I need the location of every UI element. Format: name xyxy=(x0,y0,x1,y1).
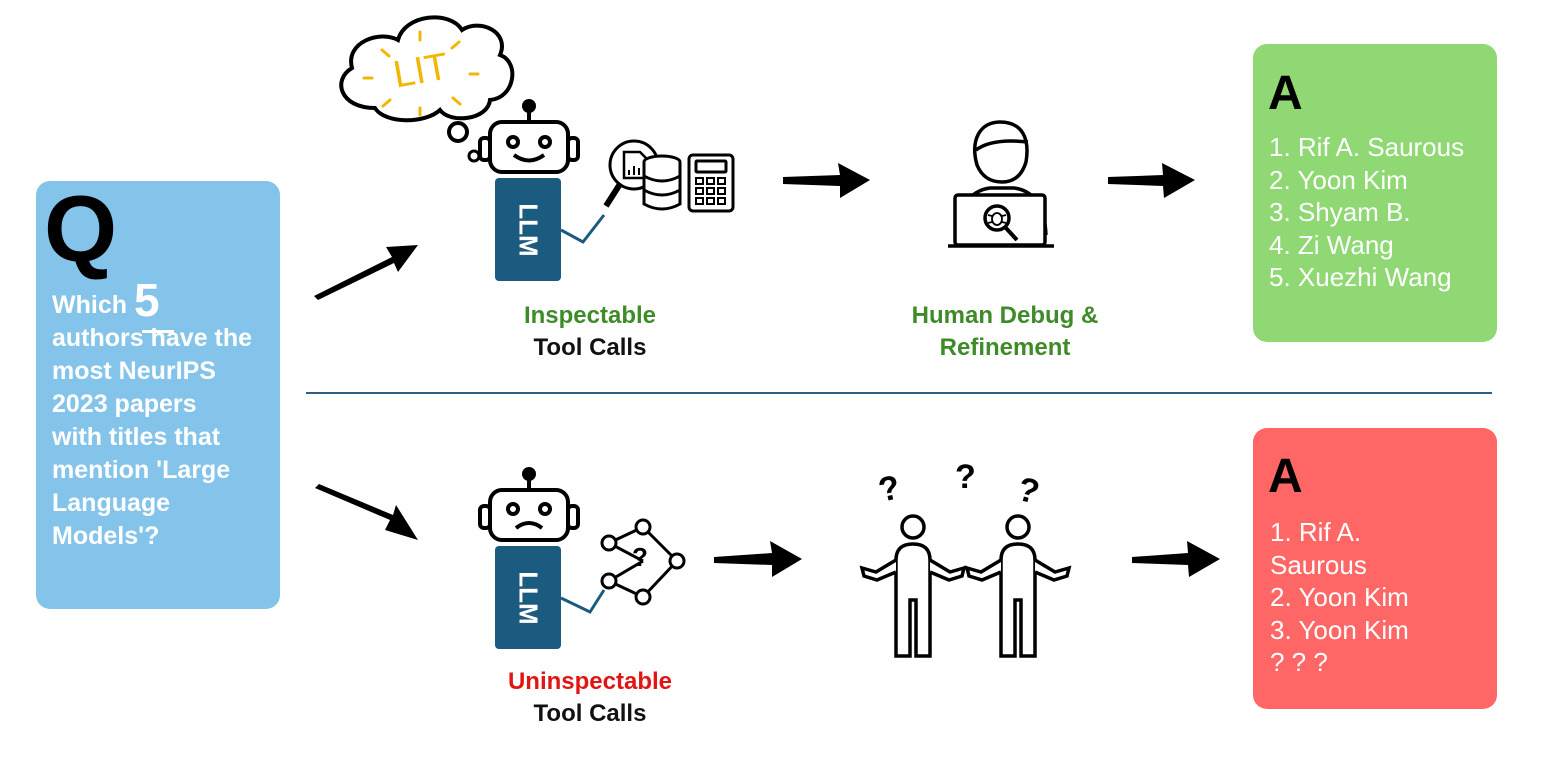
question-line: Models'? xyxy=(52,522,160,550)
answer-panel-wrong xyxy=(1253,428,1497,709)
question-line: authors have the xyxy=(52,324,253,352)
uninspectable-text: Uninspectable xyxy=(507,668,673,695)
question-text: Which 5 authors have the most NeurIPS 20… xyxy=(52,277,277,553)
row-divider xyxy=(306,392,1492,394)
robot-icon-sad xyxy=(478,467,580,542)
human-debug-icon xyxy=(948,120,1054,248)
llm-connector-top xyxy=(560,214,606,244)
question-word-which: Which xyxy=(52,291,127,319)
question-line-1: Which 5 xyxy=(52,277,277,323)
answer-letter-correct: A xyxy=(1268,67,1303,120)
tool-calls-text-top: Tool Calls xyxy=(533,334,647,361)
llm-label-top-wrap: LLM xyxy=(495,178,561,281)
question-number: 5 xyxy=(133,274,160,326)
answer-item: 2. Yoon Kim xyxy=(1270,582,1409,612)
llm-label-bottom: LLM xyxy=(513,570,544,625)
uninspectable-label: Uninspectable Tool Calls xyxy=(470,666,710,730)
answer-item: Saurous xyxy=(1270,549,1367,580)
inspectable-text: Inspectable xyxy=(523,302,657,329)
question-line: Language xyxy=(52,489,171,517)
human-debug-text-2: Refinement xyxy=(939,334,1071,361)
answer-list-wrong: 1. Rif A. Saurous 2. Yoon Kim 3. Yoon Ki… xyxy=(1270,516,1409,679)
question-panel xyxy=(36,181,280,609)
answer-list-correct: 1. Rif A. Saurous 2. Yoon Kim 3. Shyam B… xyxy=(1269,131,1464,294)
number-underline xyxy=(142,330,174,333)
answer-item: 4. Zi Wang xyxy=(1269,229,1394,260)
question-letter: Q xyxy=(44,176,118,281)
question-line: with titles that xyxy=(52,423,221,451)
answer-item: 3. Shyam B. xyxy=(1269,197,1411,227)
answer-item: ? ? ? xyxy=(1270,647,1328,677)
answer-item: 5. Xuezhi Wang xyxy=(1269,262,1452,292)
llm-label-top: LLM xyxy=(513,202,544,257)
arrow-top-1 xyxy=(783,163,870,198)
human-debug-text-1: Human Debug & xyxy=(911,302,1099,329)
llm-block-top xyxy=(495,178,561,281)
calculator-icon xyxy=(687,153,735,213)
answer-panel-correct xyxy=(1253,44,1497,342)
arrow-bottom-2 xyxy=(1132,541,1220,577)
inspectable-label: Inspectable Tool Calls xyxy=(480,300,700,364)
llm-connector-bottom xyxy=(560,589,606,614)
llm-block-bottom xyxy=(495,546,561,649)
confused-people-icon xyxy=(859,514,1072,658)
arrow-to-bottom-row xyxy=(315,484,418,540)
robot-icon-happy xyxy=(478,99,580,174)
tool-calls-text-bottom: Tool Calls xyxy=(533,700,647,727)
arrow-top-2 xyxy=(1108,163,1195,198)
arrow-to-top-row xyxy=(314,245,418,300)
answer-letter-wrong: A xyxy=(1268,450,1303,503)
answer-item: 1. Rif A. Saurous xyxy=(1269,132,1465,162)
answer-item: 1. Rif A. xyxy=(1270,517,1362,547)
neural-network-icon xyxy=(600,518,686,606)
question-line: 2023 papers xyxy=(52,390,197,418)
answer-item: 2. Yoon Kim xyxy=(1269,164,1408,195)
arrow-bottom-1 xyxy=(714,541,802,577)
question-line: mention 'Large xyxy=(52,456,231,484)
question-line: most NeurIPS xyxy=(52,357,216,385)
llm-label-bottom-wrap: LLM xyxy=(495,546,561,649)
network-question-mark: ? xyxy=(632,542,648,572)
database-icon xyxy=(642,154,682,211)
answer-item: 3. Yoon Kim xyxy=(1270,614,1409,645)
human-debug-label: Human Debug & Refinement xyxy=(880,300,1130,364)
question-mark-2: ? xyxy=(955,458,976,496)
